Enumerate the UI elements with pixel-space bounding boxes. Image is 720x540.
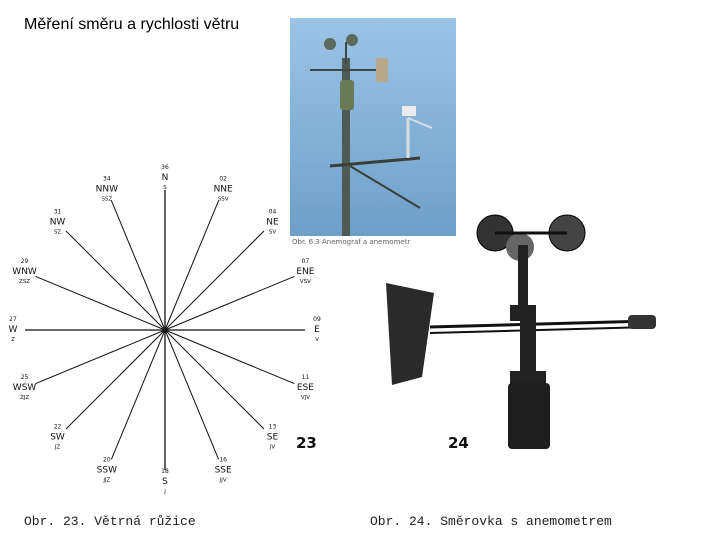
- svg-text:36: 36: [161, 164, 169, 171]
- svg-text:JV: JV: [269, 444, 276, 450]
- svg-text:11: 11: [302, 374, 310, 381]
- svg-text:WNW: WNW: [12, 267, 37, 277]
- svg-text:E: E: [314, 325, 320, 335]
- svg-text:02: 02: [219, 176, 227, 183]
- svg-text:SZ: SZ: [54, 230, 61, 236]
- slide-title: Měření směru a rychlosti větru: [24, 16, 240, 33]
- figure-24-caption: Obr. 24. Směrovka s anemometrem: [370, 514, 612, 529]
- svg-text:31: 31: [54, 209, 62, 216]
- svg-text:20: 20: [103, 456, 111, 463]
- figure-23-caption: Obr. 23. Větrná růžice: [24, 514, 196, 529]
- svg-text:NNW: NNW: [96, 185, 118, 195]
- svg-text:27: 27: [9, 316, 17, 323]
- wind-rose: 36NS02NNESSV04NESV07ENEVSV09EV11ESEVJV13…: [9, 164, 321, 495]
- svg-text:SW: SW: [50, 432, 65, 442]
- svg-text:07: 07: [302, 258, 310, 265]
- svg-text:SSE: SSE: [215, 465, 232, 475]
- rose-line-ne: [164, 230, 265, 331]
- rose-line-nnw: [110, 200, 166, 331]
- rose-line-nne: [164, 200, 220, 331]
- svg-text:ENE: ENE: [296, 267, 314, 277]
- svg-text:13: 13: [269, 423, 277, 430]
- svg-text:SSZ: SSZ: [101, 197, 112, 203]
- rose-line-ene: [164, 275, 295, 331]
- svg-text:ESE: ESE: [297, 383, 314, 393]
- svg-text:34: 34: [103, 176, 111, 183]
- rose-line-se: [164, 329, 265, 430]
- svg-text:16: 16: [219, 456, 227, 463]
- svg-text:S: S: [162, 477, 168, 487]
- rose-line-ese: [164, 329, 295, 385]
- svg-text:SSV: SSV: [218, 197, 229, 203]
- svg-text:J: J: [163, 489, 166, 495]
- rose-line-wsw: [35, 329, 166, 385]
- figure-number-23: 23: [296, 434, 317, 452]
- svg-text:29: 29: [21, 258, 29, 265]
- svg-text:JJZ: JJZ: [102, 477, 110, 483]
- svg-text:Z: Z: [11, 337, 15, 343]
- svg-text:SV: SV: [269, 230, 276, 236]
- svg-text:09: 09: [313, 316, 321, 323]
- svg-text:N: N: [162, 173, 169, 183]
- svg-text:JJV: JJV: [219, 477, 227, 483]
- svg-text:WSW: WSW: [13, 383, 37, 393]
- svg-text:ZSZ: ZSZ: [19, 279, 30, 285]
- svg-text:SSW: SSW: [97, 465, 117, 475]
- svg-text:22: 22: [54, 423, 62, 430]
- svg-text:18: 18: [161, 468, 169, 475]
- figure-number-24: 24: [448, 434, 469, 452]
- rose-line-ssw: [110, 329, 166, 460]
- svg-text:NE: NE: [266, 218, 279, 228]
- wind-vane-drawing: [386, 214, 656, 449]
- photo-caption: Obr. 6.3 Anemograf a anemometr: [292, 238, 410, 246]
- rose-line-sw: [65, 329, 166, 430]
- svg-text:W: W: [9, 325, 18, 335]
- rose-line-wnw: [35, 275, 166, 331]
- svg-text:ZJZ: ZJZ: [20, 395, 29, 401]
- rose-line-sse: [164, 329, 220, 460]
- svg-text:25: 25: [21, 374, 29, 381]
- svg-text:JZ: JZ: [54, 444, 61, 450]
- svg-text:NW: NW: [50, 218, 66, 228]
- svg-text:SE: SE: [267, 432, 279, 442]
- svg-text:04: 04: [269, 209, 277, 216]
- svg-text:VJV: VJV: [301, 395, 310, 401]
- svg-text:NNE: NNE: [214, 185, 233, 195]
- anemograph-photo: Obr. 6.3 Anemograf a anemometr: [290, 18, 456, 246]
- svg-text:VSV: VSV: [300, 279, 311, 285]
- svg-text:V: V: [315, 337, 319, 343]
- svg-text:S: S: [163, 185, 167, 191]
- rose-line-nw: [65, 230, 166, 331]
